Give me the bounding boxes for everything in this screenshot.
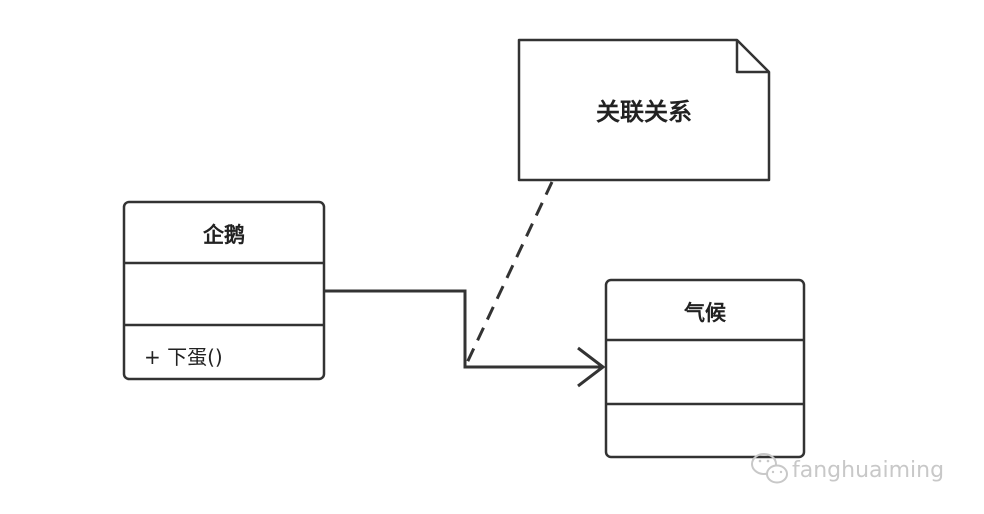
- note[interactable]: 关联关系: [517, 38, 771, 182]
- class-climate-box: [604, 278, 806, 459]
- class-penguin-method: + 下蛋(): [144, 345, 223, 369]
- association-arrowhead-icon: [577, 346, 606, 388]
- class-climate-name: 气候: [683, 301, 727, 325]
- watermark: fanghuaiming: [751, 453, 944, 484]
- class-climate[interactable]: 气候: [604, 278, 806, 459]
- note-anchor-dashed-line: [464, 181, 554, 366]
- class-penguin-name: 企鹅: [202, 223, 245, 247]
- note-label: 关联关系: [596, 98, 692, 126]
- association-connector[interactable]: [324, 289, 606, 388]
- association-line: [324, 289, 602, 369]
- watermark-text: fanghuaiming: [792, 458, 944, 483]
- wechat-icon: [751, 453, 788, 484]
- class-penguin[interactable]: 企鹅 + 下蛋(): [122, 200, 326, 381]
- note-body: [517, 38, 771, 182]
- note-fold-corner: [735, 40, 769, 74]
